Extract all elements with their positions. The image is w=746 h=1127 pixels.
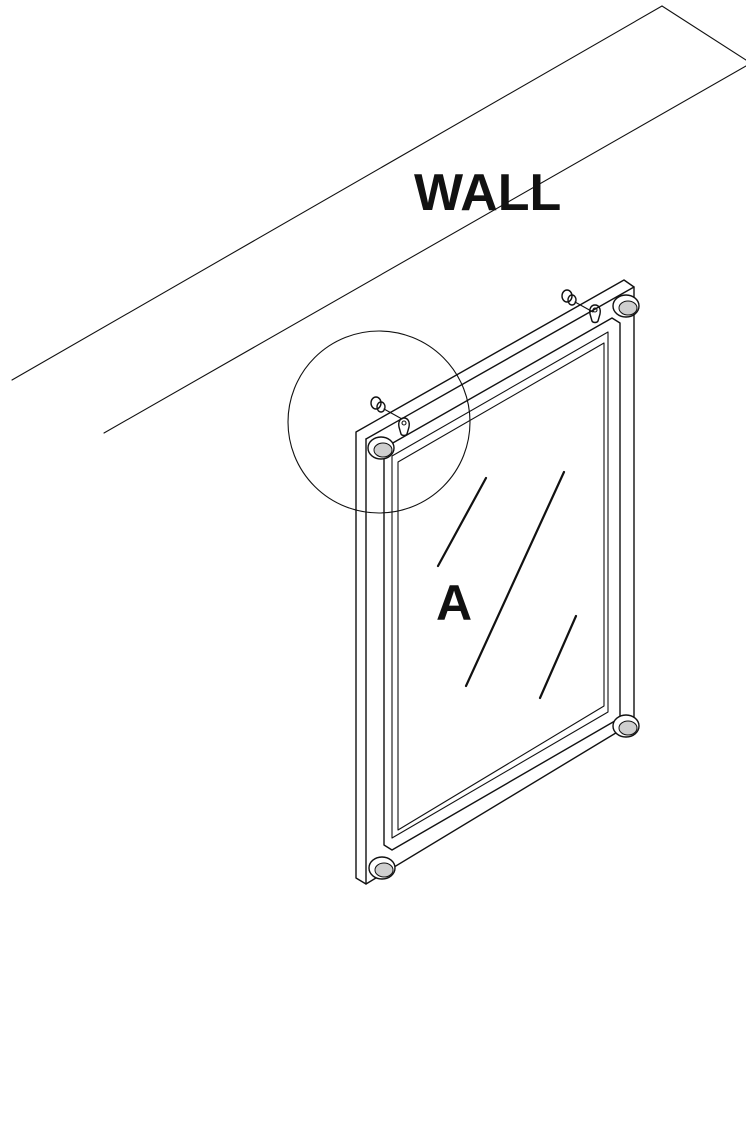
screw-icon [561, 289, 594, 313]
screw-icon [370, 396, 403, 420]
frame-moulding-inner [391, 331, 609, 839]
frame-moulding-outer [383, 317, 621, 851]
bumper-pad-icon [612, 294, 640, 318]
part-label-a: A [436, 575, 472, 631]
reflection-line-1 [436, 476, 488, 568]
reflection-line-2 [464, 470, 566, 688]
wall-bottom-edge [103, 65, 746, 434]
wall-top-right-edge [661, 5, 746, 61]
bumper-pad-icon [367, 436, 395, 460]
bumper-pad-icon [612, 714, 640, 738]
mirror-frame [355, 279, 635, 885]
glass-reflection [436, 470, 578, 700]
frame-thickness-edge [365, 286, 635, 440]
frame-moulding-bevel [397, 342, 605, 831]
wall-outline [11, 5, 746, 434]
wall-label: WALL [414, 164, 561, 222]
reflection-line-3 [538, 614, 578, 700]
keyhole-hanger-icon [398, 417, 410, 437]
keyhole-hanger-icon [589, 304, 601, 324]
wall-top-edge [11, 5, 663, 381]
detail-callout-circle [287, 330, 471, 514]
bumper-pad-icon [368, 856, 396, 880]
